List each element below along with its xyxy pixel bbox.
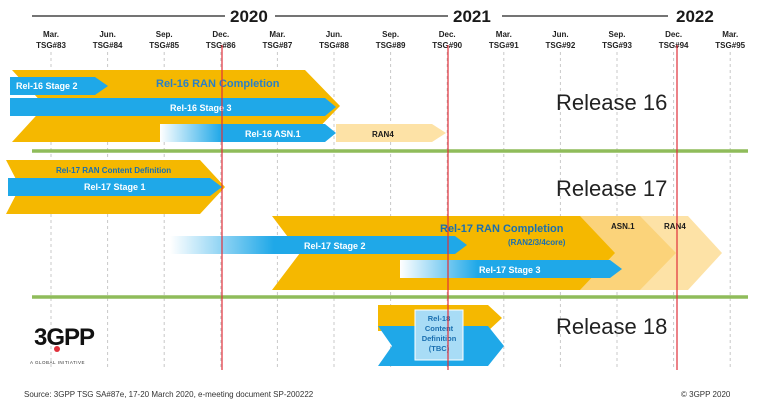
- release-18-title: Release 18: [556, 314, 667, 339]
- meeting-month-label: Dec.: [439, 30, 456, 39]
- rel17-content-definition-label: Rel-17 RAN Content Definition: [56, 166, 171, 175]
- meeting-tsg-label: TSG#88: [319, 41, 349, 50]
- rel18-box-line-2: Content: [425, 324, 454, 333]
- rel17-stage1-label: Rel-17 Stage 1: [84, 182, 146, 192]
- rel18-content-definition-box: [414, 309, 464, 361]
- meeting-month-label: Sep.: [382, 30, 399, 39]
- footer-source: Source: 3GPP TSG SA#87e, 17-20 March 202…: [24, 390, 314, 399]
- year-axis: 2020 2021 2022: [32, 7, 714, 26]
- rel17-stage2-label: Rel-17 Stage 2: [304, 241, 366, 251]
- meeting-tsg-label: TSG#95: [715, 41, 745, 50]
- rel17-ran-completion-sub-label: (RAN2/3/4core): [508, 238, 566, 247]
- year-label-2022: 2022: [676, 7, 714, 26]
- meeting-tsg-label: TSG#92: [546, 41, 576, 50]
- rel17-stage2-bar: [170, 236, 467, 254]
- rel17-asn1-label: ASN.1: [611, 222, 635, 231]
- rel16-stage3-label: Rel-16 Stage 3: [170, 103, 232, 113]
- logo-dot-icon: [54, 346, 60, 352]
- release-17-title: Release 17: [556, 176, 667, 201]
- 3gpp-logo: 3GPP A GLOBAL INITIATIVE: [30, 324, 96, 365]
- release-17-section: Rel-17 RAN Content Definition Rel-17 Sta…: [6, 160, 722, 290]
- rel18-box-line-1: Rel-18: [428, 314, 451, 323]
- meeting-month-label: Jun.: [552, 30, 568, 39]
- meeting-month-label: Jun.: [99, 30, 115, 39]
- meeting-month-label: Mar.: [722, 30, 738, 39]
- meeting-tsg-label: TSG#93: [602, 41, 632, 50]
- rel18-box-line-4: (TBC): [429, 344, 450, 353]
- logo-tagline: A GLOBAL INITIATIVE: [30, 360, 85, 365]
- logo-text: 3GPP: [34, 324, 95, 351]
- meeting-tsg-label: TSG#83: [36, 41, 66, 50]
- meeting-month-label: Sep.: [609, 30, 626, 39]
- rel17-ran4-label: RAN4: [664, 222, 686, 231]
- release-16-title: Release 16: [556, 90, 667, 115]
- meeting-month-label: Dec.: [212, 30, 229, 39]
- year-label-2020: 2020: [230, 7, 268, 26]
- meeting-tsg-label: TSG#87: [263, 41, 293, 50]
- rel18-box-line-3: Definition: [422, 334, 457, 343]
- milestone-lines: [221, 45, 678, 370]
- meeting-month-label: Mar.: [269, 30, 285, 39]
- rel17-stage3-bar: [400, 260, 622, 278]
- rel16-stage3-bar: [10, 98, 336, 116]
- meeting-month-label: Mar.: [496, 30, 512, 39]
- rel17-stage3-label: Rel-17 Stage 3: [479, 265, 541, 275]
- rel16-stage2-bar: [10, 77, 108, 95]
- year-label-2021: 2021: [453, 7, 491, 26]
- meeting-month-label: Jun.: [326, 30, 342, 39]
- rel16-ran-completion-label: Rel-16 RAN Completion: [156, 78, 280, 90]
- footer-copyright: © 3GPP 2020: [681, 390, 731, 399]
- release-18-section: Rel-18 Content Definition (TBC) Release …: [378, 305, 667, 366]
- rel17-stage1-bar: [8, 178, 222, 196]
- rel16-stage2-label: Rel-16 Stage 2: [16, 81, 78, 91]
- meeting-labels: Mar. TSG#83 Jun. TSG#84 Sep. TSG#85 Dec. TSG#86…: [36, 30, 746, 50]
- meeting-month-label: Mar.: [43, 30, 59, 39]
- rel16-asn1-label: Rel-16 ASN.1: [245, 129, 301, 139]
- release-16-section: Rel-16 Stage 2 Rel-16 RAN Completion Rel…: [10, 70, 667, 142]
- meeting-tsg-label: TSG#94: [659, 41, 689, 50]
- rel16-asn1-bar: [160, 124, 336, 142]
- rel16-ran4-label: RAN4: [372, 130, 394, 139]
- meeting-tsg-label: TSG#84: [93, 41, 123, 50]
- meeting-tsg-label: TSG#89: [376, 41, 406, 50]
- meeting-month-label: Dec.: [665, 30, 682, 39]
- rel17-ran-completion-label: Rel-17 RAN Completion: [440, 223, 564, 235]
- meeting-tsg-label: TSG#91: [489, 41, 519, 50]
- rel16-ran4-bar: [336, 124, 446, 142]
- meeting-month-label: Sep.: [156, 30, 173, 39]
- meeting-tsg-label: TSG#86: [206, 41, 236, 50]
- meeting-tsg-label: TSG#85: [149, 41, 179, 50]
